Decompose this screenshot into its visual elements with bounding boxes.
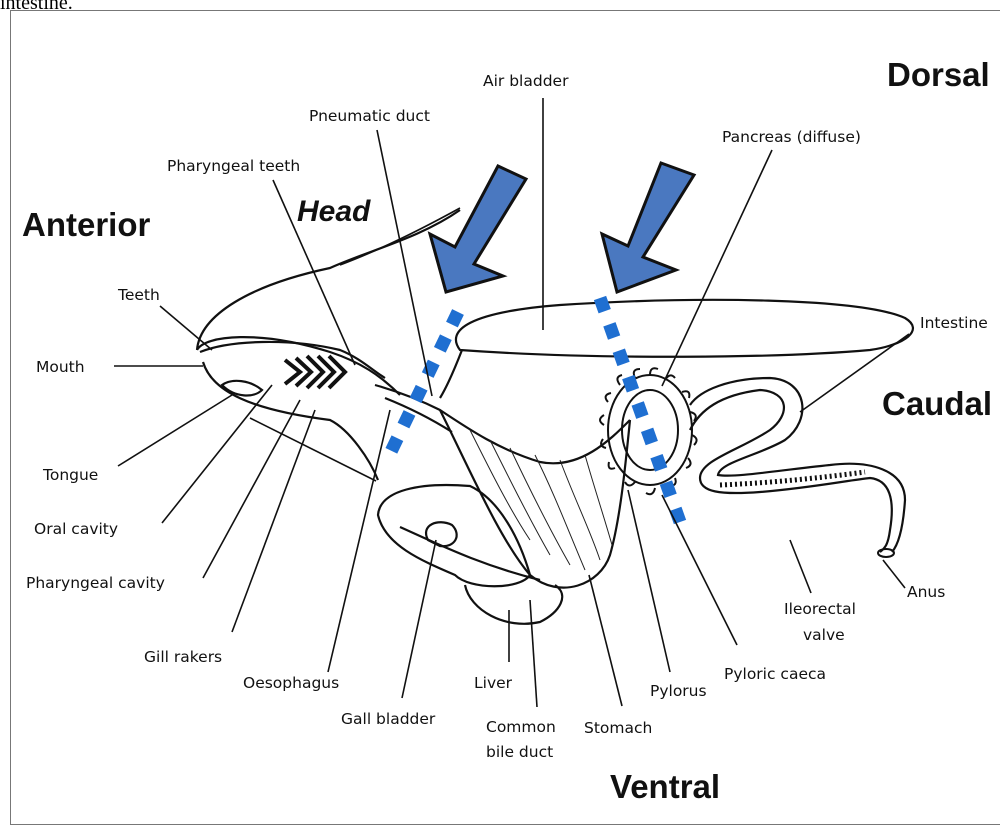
label-stomach: Stomach [584,719,652,737]
gall-bladder-shape [426,522,457,546]
label-common-bile-duct-line1: Common [486,718,556,736]
label-pylorus: Pylorus [650,682,707,700]
label-tongue: Tongue [42,466,98,484]
anus-shape [878,549,894,557]
label-gall-bladder: Gall bladder [341,710,436,728]
boundary-dashed-line-tail [600,298,680,522]
direction-anterior: Anterior [22,206,151,243]
label-ileorectal-valve-line2: valve [803,626,845,644]
label-pneumatic-duct: Pneumatic duct [309,107,430,125]
label-oral-cavity: Oral cavity [34,520,118,538]
pointer-arrow-head [430,166,526,292]
direction-dorsal: Dorsal [887,56,990,93]
common-bile-duct-shape [400,527,540,580]
label-teeth: Teeth [117,286,160,304]
pneumatic-duct-shape [440,350,462,398]
label-air-bladder: Air bladder [483,72,569,90]
tongue-shape [222,381,262,396]
gill-rakers-shape [285,356,345,388]
upper-jaw [200,342,385,378]
direction-ventral: Ventral [610,768,720,805]
label-mouth: Mouth [36,358,85,376]
pointer-arrow-tail [602,163,694,292]
air-bladder-shape [456,300,913,357]
intestine-shape-inner [690,378,905,552]
label-common-bile-duct-line2: bile duct [486,743,553,761]
label-gill-rakers: Gill rakers [144,648,222,666]
label-pharyngeal-cavity: Pharyngeal cavity [26,574,165,592]
direction-caudal: Caudal [882,385,992,422]
label-pyloric-caeca: Pyloric caeca [724,665,826,683]
label-intestine: Intestine [920,314,988,332]
label-ileorectal-valve-line1: Ileorectal [784,600,856,618]
liver-lower-lobe [465,585,562,624]
label-liver: Liver [474,674,513,692]
label-pancreas: Pancreas (diffuse) [722,128,861,146]
label-anus: Anus [907,583,945,601]
head-label: Head [297,195,371,228]
label-oesophagus: Oesophagus [243,674,339,692]
label-pharyngeal-teeth: Pharyngeal teeth [167,157,300,175]
